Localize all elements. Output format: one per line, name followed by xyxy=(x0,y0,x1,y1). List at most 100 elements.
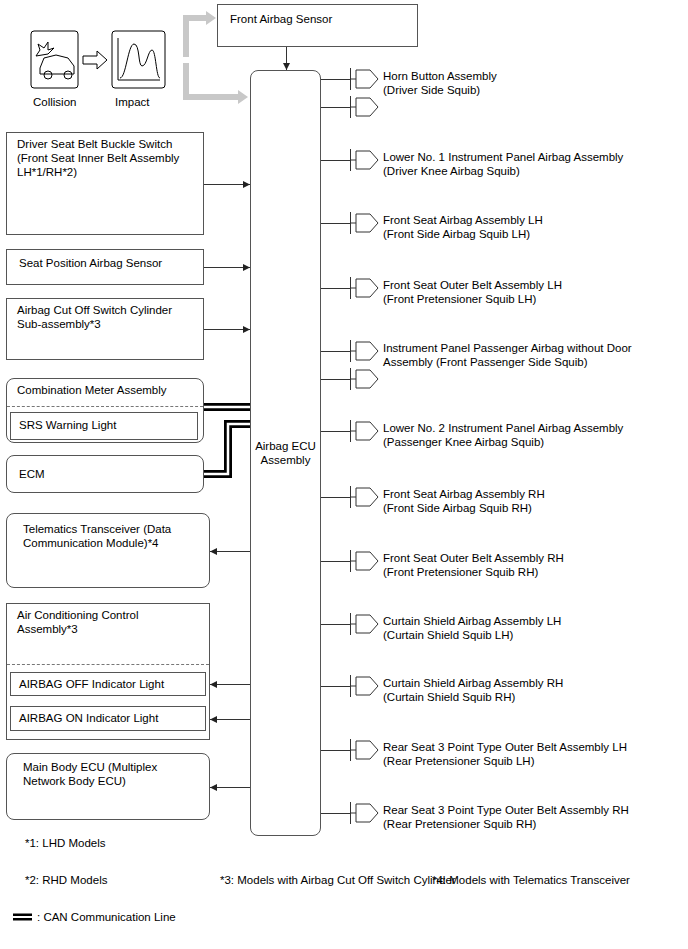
squib-label: Front Seat Airbag Assembly LH xyxy=(383,213,543,227)
connector xyxy=(204,267,250,268)
node-label: Telematics Transceiver (Data Communicati… xyxy=(23,522,193,550)
squib-item: Lower No. 1 Instrument Panel Airbag Asse… xyxy=(350,147,623,178)
connector xyxy=(204,184,250,185)
node-label: Main Body ECU (Multiplex Network Body EC… xyxy=(23,760,193,788)
connector xyxy=(321,288,350,289)
squib-label: (Driver Knee Airbag Squib) xyxy=(383,164,623,178)
node-label: Combination Meter Assembly xyxy=(17,383,193,397)
squib-item: Curtain Shield Airbag Assembly LH(Curtai… xyxy=(350,611,561,642)
ecu-box: Main Body ECU (Multiplex Network Body EC… xyxy=(6,753,210,820)
squib-label: (Front Pretensioner Squib LH) xyxy=(383,292,562,306)
transition-arrow xyxy=(83,51,107,69)
connector xyxy=(321,497,350,498)
connector xyxy=(321,750,350,751)
node-label: Driver Seat Belt Buckle Switch (Front Se… xyxy=(17,137,193,179)
squib-label: (Driver Side Squib) xyxy=(383,83,497,97)
squib-symbol xyxy=(350,549,380,573)
connector xyxy=(210,787,250,788)
squib-label: Curtain Shield Airbag Assembly LH xyxy=(383,614,561,628)
footnote: *2: RHD Models xyxy=(25,873,107,887)
connector xyxy=(210,719,250,720)
connector xyxy=(321,686,350,687)
squib-item: Front Seat Airbag Assembly RH(Front Side… xyxy=(350,484,545,515)
connector xyxy=(321,223,350,224)
node-label: ECM xyxy=(19,467,191,481)
sensor-box: Seat Position Airbag Sensor xyxy=(6,249,204,285)
squib-symbol xyxy=(350,67,380,91)
legend-row: : CAN Communication Line xyxy=(12,910,176,924)
node-label: Front Airbag Sensor xyxy=(230,12,405,26)
squib-label: Rear Seat 3 Point Type Outer Belt Assemb… xyxy=(383,740,627,754)
squib-item: Front Seat Outer Belt Assembly LH(Front … xyxy=(350,275,562,306)
control-assembly-box: Air Conditioning Control Assembly*3AIRBA… xyxy=(6,603,210,740)
squib-symbol xyxy=(350,211,380,235)
connector xyxy=(321,624,350,625)
icon-caption: Collision xyxy=(33,95,76,109)
dashed-divider xyxy=(7,664,209,665)
squib-label: Rear Seat 3 Point Type Outer Belt Assemb… xyxy=(383,803,629,817)
squib-label: (Front Side Airbag Squib RH) xyxy=(383,501,545,515)
node-label: Airbag ECU Assembly xyxy=(253,439,318,467)
meter-box: Combination Meter AssemblySRS Warning Li… xyxy=(6,378,204,443)
squib-label: Assembly (Front Passenger Side Squib) xyxy=(383,355,632,369)
squib-symbol xyxy=(350,738,380,762)
squib-symbol xyxy=(350,276,380,300)
node-label: Airbag Cut Off Switch Cylinder Sub-assem… xyxy=(17,303,193,331)
squib-label: (Passenger Knee Airbag Squib) xyxy=(383,435,623,449)
sensor-box: Front Airbag Sensor xyxy=(217,4,418,47)
connector xyxy=(286,47,287,70)
squib-label: Lower No. 2 Instrument Panel Airbag Asse… xyxy=(383,421,623,435)
node-label: Seat Position Airbag Sensor xyxy=(19,256,191,270)
footnote: *4: Models with Telematics Transceiver xyxy=(432,873,630,887)
legend-sample xyxy=(12,911,34,923)
connector xyxy=(321,160,350,161)
squib-label: Horn Button Assembly xyxy=(383,69,497,83)
airbag-ecu-box: Airbag ECU Assembly xyxy=(250,70,321,836)
transceiver-box: Telematics Transceiver (Data Communicati… xyxy=(6,513,210,588)
connector xyxy=(210,551,250,552)
connector xyxy=(321,561,350,562)
squib-label: (Rear Pretensioner Squib RH) xyxy=(383,817,629,831)
node-label: AIRBAG ON Indicator Light xyxy=(19,711,197,725)
squib-item: Rear Seat 3 Point Type Outer Belt Assemb… xyxy=(350,800,629,831)
squib-label: Curtain Shield Airbag Assembly RH xyxy=(383,676,563,690)
squib-symbol xyxy=(350,674,380,698)
squib-label: Instrument Panel Passenger Airbag withou… xyxy=(383,341,632,355)
footnote: *1: LHD Models xyxy=(25,836,106,850)
footnote: *3: Models with Airbag Cut Off Switch Cy… xyxy=(220,873,456,887)
switch-box: Airbag Cut Off Switch Cylinder Sub-assem… xyxy=(6,298,204,360)
squib-label: (Front Side Airbag Squib LH) xyxy=(383,227,543,241)
connector xyxy=(210,684,250,685)
indicator-light-box: AIRBAG OFF Indicator Light xyxy=(10,672,206,696)
squib-symbol xyxy=(350,485,380,509)
squib-symbol xyxy=(350,339,380,363)
squib-label: Front Seat Outer Belt Assembly RH xyxy=(383,551,564,565)
squib-item: Lower No. 2 Instrument Panel Airbag Asse… xyxy=(350,418,623,449)
squib-symbol xyxy=(350,367,380,391)
squib-item: Front Seat Airbag Assembly LH(Front Side… xyxy=(350,210,543,241)
squib-item: Rear Seat 3 Point Type Outer Belt Assemb… xyxy=(350,737,627,768)
ecu-box: ECM xyxy=(6,455,204,493)
squib-item: Horn Button Assembly(Driver Side Squib) xyxy=(350,66,497,120)
connector xyxy=(204,424,250,474)
connector xyxy=(204,407,250,408)
squib-label: (Curtain Shield Squib RH) xyxy=(383,690,563,704)
squib-label: Front Seat Airbag Assembly RH xyxy=(383,487,545,501)
indicator-light-box: AIRBAG ON Indicator Light xyxy=(10,706,206,731)
squib-item: Instrument Panel Passenger Airbag withou… xyxy=(350,338,632,392)
node-label: SRS Warning Light xyxy=(19,418,189,432)
connector xyxy=(321,431,350,432)
squib-label: (Front Pretensioner Squib RH) xyxy=(383,565,564,579)
squib-label: (Rear Pretensioner Squib LH) xyxy=(383,754,627,768)
dashed-divider xyxy=(7,406,203,407)
warning-light-box: SRS Warning Light xyxy=(10,412,198,440)
squib-label: (Curtain Shield Squib LH) xyxy=(383,628,561,642)
impact-graph-icon xyxy=(112,31,165,88)
legend-text: : CAN Communication Line xyxy=(37,910,176,924)
squib-item: Curtain Shield Airbag Assembly RH(Curtai… xyxy=(350,673,563,704)
squib-item: Front Seat Outer Belt Assembly RH(Front … xyxy=(350,548,564,579)
connector xyxy=(321,813,350,814)
node-label: Air Conditioning Control Assembly*3 xyxy=(17,608,199,636)
switch-box: Driver Seat Belt Buckle Switch (Front Se… xyxy=(6,132,204,235)
